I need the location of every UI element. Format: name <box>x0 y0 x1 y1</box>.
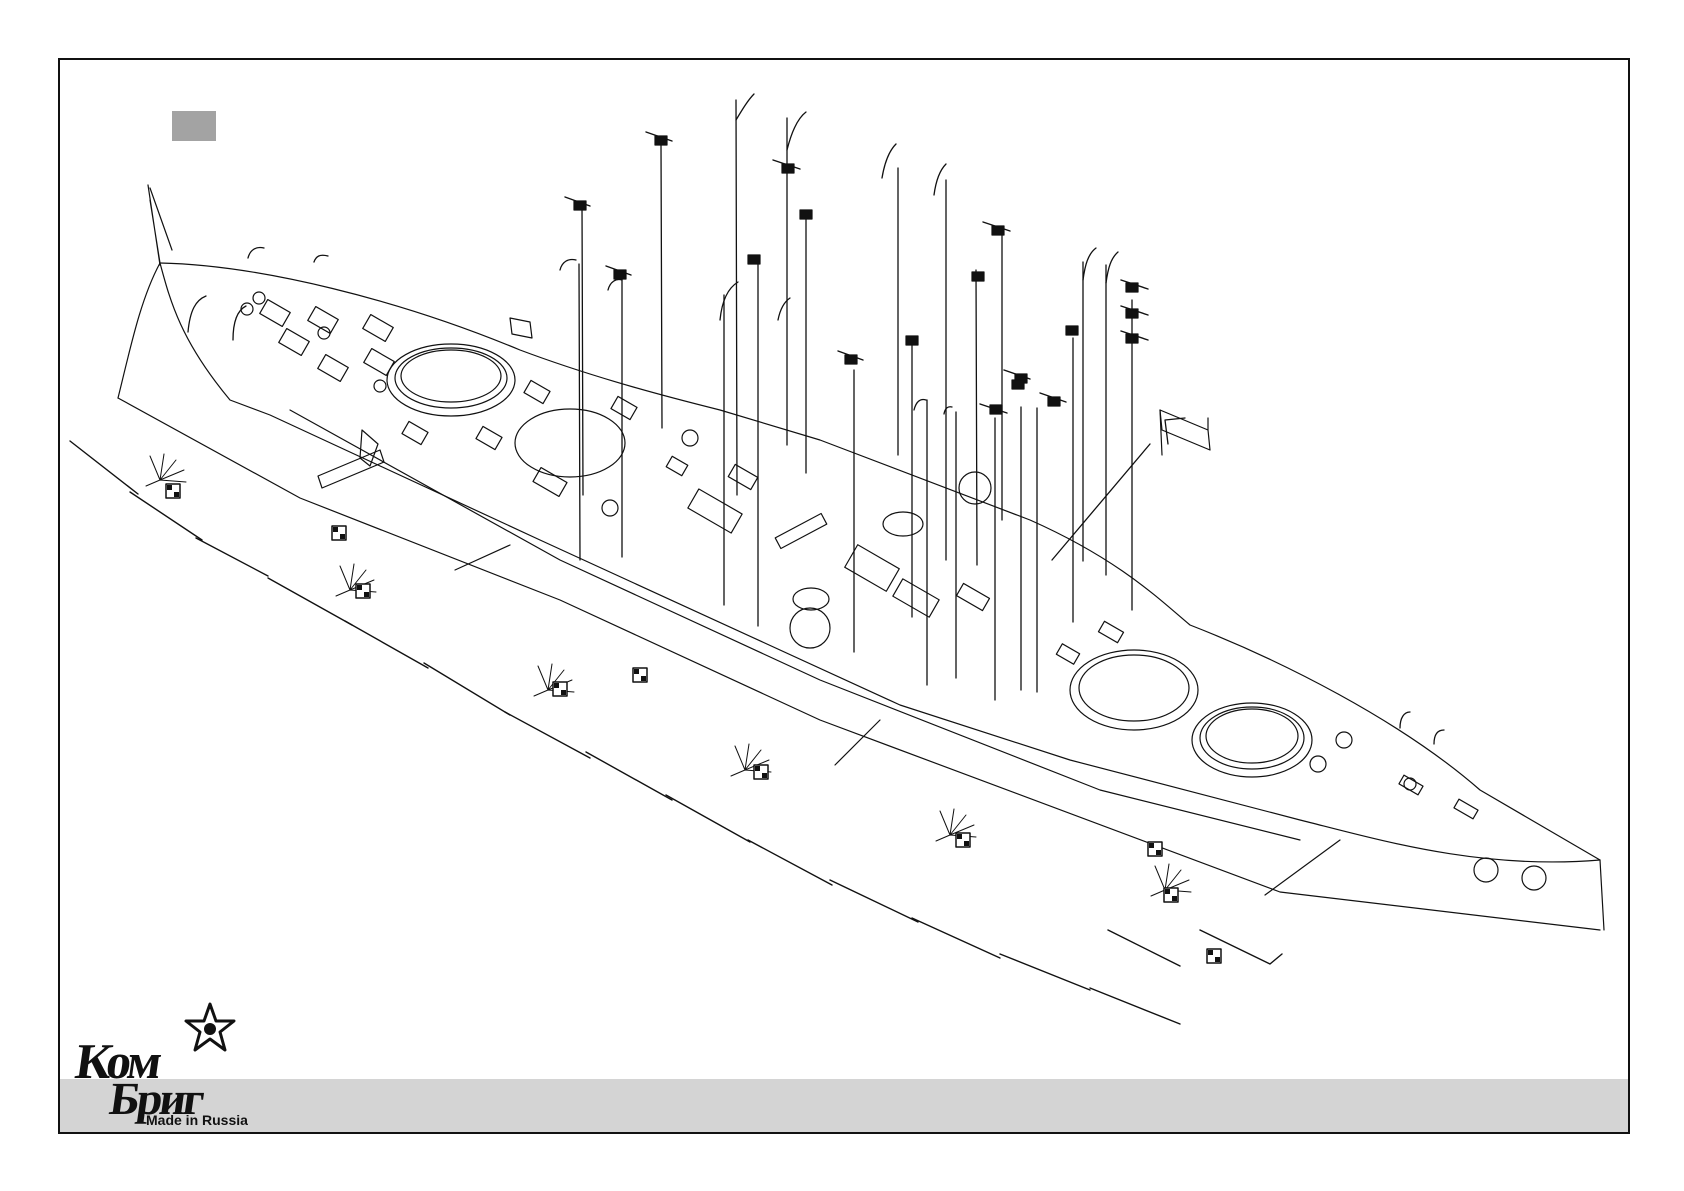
photo-etch-part-badge-icon <box>754 765 768 779</box>
barbettes <box>387 344 1312 777</box>
brand-tagline: Made in Russia <box>146 1112 248 1128</box>
photo-etch-part-badge-icon <box>166 484 180 498</box>
gun-barrels <box>565 132 1148 413</box>
leader-lines <box>579 100 1150 700</box>
gun-mounts <box>574 136 1138 414</box>
rail-strips <box>70 441 1282 1024</box>
photo-etch-part-badge-icon <box>956 833 970 847</box>
radiating-fan-parts-icon <box>146 454 1191 896</box>
hull <box>118 185 1604 930</box>
photo-etch-part-badge-icon <box>633 668 647 682</box>
photo-etch-part-badge-icon <box>332 526 346 540</box>
deck-fittings <box>241 292 1546 890</box>
kombrig-logo: Ком Бриг Made in Russia <box>70 1002 270 1130</box>
photo-etch-part-badge-icon <box>553 682 567 696</box>
photo-etch-part-badge-icon <box>1148 842 1162 856</box>
photo-etch-part-badge-icon <box>1164 888 1178 902</box>
photo-etch-part-badge-icon <box>1207 949 1221 963</box>
star-icon <box>184 1002 236 1052</box>
part-badges <box>166 484 1221 963</box>
photo-etch-part-badge-icon <box>356 584 370 598</box>
